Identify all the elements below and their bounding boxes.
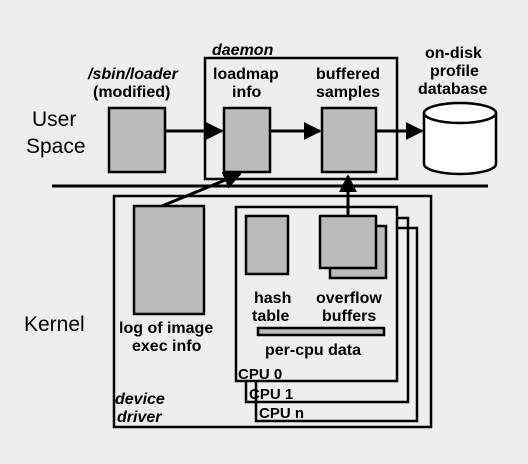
log-box	[132, 204, 206, 316]
log-label-line2: exec info	[132, 338, 202, 355]
daemon-label: daemon	[212, 42, 274, 59]
hash-label-line1: hash	[254, 290, 291, 307]
ondisk-label-line2: profile	[430, 63, 479, 80]
buffered-label-line2: samples	[316, 84, 380, 101]
cpu-n-label: CPU n	[259, 405, 304, 422]
database-cylinder-icon	[422, 101, 498, 176]
ondisk-label-line3: database	[418, 81, 487, 98]
cpu-1-label: CPU 1	[249, 386, 293, 403]
overflow-label-line2: buffers	[322, 308, 376, 325]
loader-label-line1: /sbin/loader	[87, 66, 179, 83]
overflow-label-line1: overflow	[316, 290, 382, 307]
kernel-label: Kernel	[24, 313, 85, 336]
device-driver-frame	[112, 194, 433, 429]
loadmap-box	[222, 106, 272, 174]
loadmap-label-line2: info	[232, 84, 262, 101]
loadmap-label-line1: loadmap	[213, 66, 279, 83]
per-cpu-data-label: per-cpu data	[265, 342, 361, 359]
buffered-samples-box	[320, 106, 378, 174]
cpu-0-label: CPU 0	[238, 366, 282, 383]
arrow-log-to-loadmap	[161, 171, 242, 208]
device-driver-label-line2: driver	[117, 409, 162, 426]
overflow-buffer-front	[318, 214, 378, 270]
per-cpu-data-bar	[256, 326, 386, 337]
user-space-label-line1: User	[32, 108, 76, 131]
loader-label-line2: (modified)	[93, 84, 170, 101]
log-label-line1: log of image	[119, 320, 213, 337]
ondisk-label-line1: on-disk	[425, 45, 482, 62]
hash-table-box	[244, 214, 290, 276]
daemon-frame	[203, 56, 399, 181]
device-driver-label-line1: device	[115, 391, 165, 408]
buffered-label-line1: buffered	[316, 66, 380, 83]
user-space-label-line2: Space	[26, 135, 86, 158]
loader-box	[107, 106, 167, 174]
hash-label-line2: table	[252, 308, 289, 325]
